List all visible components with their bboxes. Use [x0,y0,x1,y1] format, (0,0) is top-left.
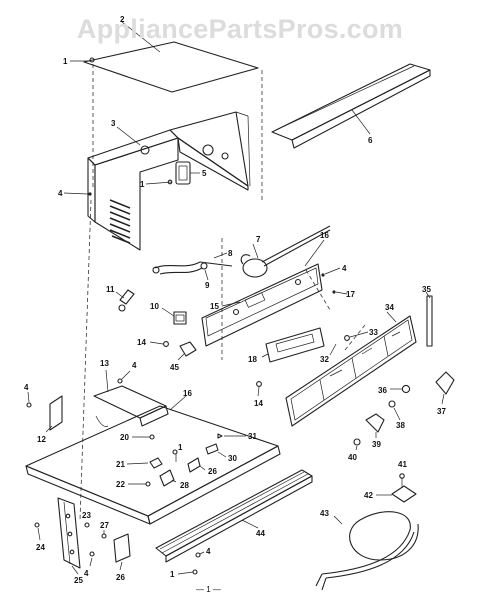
callout-20: 20 [120,433,129,442]
callout-33: 33 [369,328,378,337]
callout-30: 30 [228,454,237,463]
part-45-knob-switch [179,341,197,357]
callout-42: 42 [364,491,373,500]
part-18-display-board [265,327,325,363]
callout-4-bot: 4 [84,569,89,578]
part-42-grommet [391,485,417,503]
callout-22: 22 [116,480,125,489]
callout-6: 6 [368,136,373,145]
callout-18: 18 [248,355,257,364]
callout-25: 25 [74,576,83,585]
housing-grille [109,199,131,244]
callout-21: 21 [116,460,125,469]
part-8-9-wiring [152,261,233,275]
callout-11: 11 [106,285,115,294]
callout-26-pan: 26 [208,467,217,476]
callout-16-top: 16 [320,231,329,240]
page-footer: — 1 — [196,585,221,594]
callout-7: 7 [256,235,261,244]
part-10-switch [173,311,187,325]
callout-45: 45 [170,363,179,372]
callout-27: 27 [100,521,109,530]
callout-16-pan: 16 [183,389,192,398]
callout-4-right: 4 [342,264,347,273]
part-35-probe [426,295,433,347]
part-16-base-pan [25,405,281,525]
callout-26-bot: 26 [116,573,125,582]
part-43-power-cord [315,511,419,591]
callout-28: 28 [180,481,189,490]
part-13-support [93,385,169,427]
callout-3: 3 [111,119,116,128]
callout-12: 12 [37,435,46,444]
callout-43: 43 [320,509,329,518]
callout-14-a: 14 [137,338,146,347]
callout-34: 34 [385,303,394,312]
callout-14-b: 14 [254,399,263,408]
callout-35: 35 [422,285,431,294]
part-12-bracket [49,395,63,431]
part-26-clip [187,457,201,473]
callout-40: 40 [348,453,357,462]
part-39-knob [365,413,385,433]
part-5-bracket [175,161,191,185]
callout-2: 2 [120,15,125,24]
callout-44: 44 [256,529,265,538]
callout-38: 38 [396,421,405,430]
callout-36: 36 [378,386,387,395]
callout-32: 32 [320,355,329,364]
callout-1-pan: 1 [178,443,183,452]
part-30-clip [205,443,219,455]
part-2-top-cover [83,41,259,93]
callout-4-bot2: 4 [206,547,211,556]
part-11-switch [118,289,135,312]
part-26-bracket-lower [113,533,131,563]
part-34-control-panel [285,315,417,427]
callout-4-far: 4 [24,383,29,392]
callout-13: 13 [100,359,109,368]
part-16-control-frame [201,263,323,347]
part-36-knob-shaft [390,384,411,394]
part-6-trim-rail [271,63,431,149]
part-25-side-rail [57,497,81,569]
part-3-housing [87,111,251,251]
callout-39: 39 [372,440,381,449]
callout-4-left: 4 [58,189,63,198]
callout-10: 10 [150,302,159,311]
callout-9: 9 [205,281,210,290]
part-21-clip [149,457,163,469]
callout-8: 8 [228,249,233,258]
callout-5: 5 [202,169,207,178]
callout-37: 37 [437,407,446,416]
callout-1-mid: 1 [140,180,145,189]
callout-1-bot: 1 [170,570,175,579]
screw-top [89,57,95,63]
part-37-knob [435,371,455,395]
part-44-front-rail [155,469,313,563]
callout-1-top: 1 [63,57,68,66]
callout-17: 17 [346,290,355,299]
part-7-thermostat [240,225,331,278]
part-38-washer [388,400,396,408]
callout-41: 41 [398,460,407,469]
callout-23: 23 [82,511,91,520]
part-28-bracket [159,469,175,487]
callout-24: 24 [36,543,45,552]
callout-4-mid: 4 [132,361,137,370]
callout-31: 31 [248,432,257,441]
callout-15: 15 [210,302,219,311]
